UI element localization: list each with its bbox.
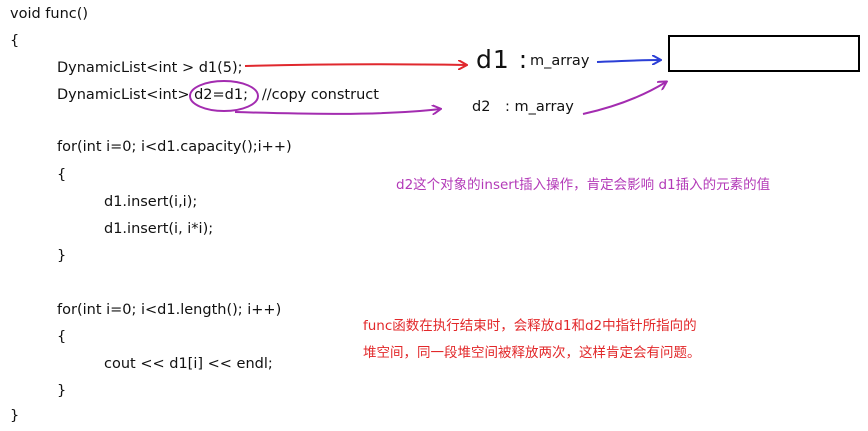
arrow-d2-to-object [234, 109, 440, 114]
note-double-free-line2: 堆空间，同一段堆空间被释放两次，这样肯定会有问题。 [363, 345, 701, 361]
arrow-d1-m-array-to-heap [596, 60, 660, 62]
note-double-free-line1: func函数在执行结束时，会释放d1和d2中指针所指向的 [363, 318, 697, 334]
code-line-insert-i: d1.insert(i,i); [104, 194, 198, 210]
code-line-for2-close: } [57, 383, 67, 399]
code-line-func-signature: void func() [10, 6, 89, 22]
d1-handwritten-label: d1 : [476, 45, 529, 74]
code-line-cout: cout << d1[i] << endl; [104, 356, 273, 372]
code-line-d1-declaration: DynamicList<int > d1(5); [57, 60, 243, 76]
code-line-insert-ii: d1.insert(i, i*i); [104, 221, 214, 237]
arrow-d1-to-object [244, 64, 466, 66]
code-line-open-brace: { [10, 33, 20, 49]
code-line-d2-copy: DynamicList<int> d2=d1; //copy construct [57, 87, 379, 103]
code-line-for2-open: { [57, 329, 67, 345]
code-line-close-brace: } [10, 408, 20, 424]
code-line-for-length: for(int i=0; i<d1.length(); i++) [57, 302, 282, 318]
arrow-d2-m-array-to-heap [582, 82, 666, 115]
note-shared-insert: d2这个对象的insert插入操作，肯定会影响 d1插入的元素的值 [396, 177, 771, 193]
code-line-for-capacity: for(int i=0; i<d1.capacity();i++) [57, 139, 292, 155]
heap-memory-box [668, 35, 860, 72]
code-line-for1-open: { [57, 167, 67, 183]
d1-m-array-label: m_array [530, 53, 590, 69]
code-line-for1-close: } [57, 248, 67, 264]
d2-label: d2 [472, 99, 491, 115]
d2-m-array-label: : m_array [505, 99, 574, 115]
